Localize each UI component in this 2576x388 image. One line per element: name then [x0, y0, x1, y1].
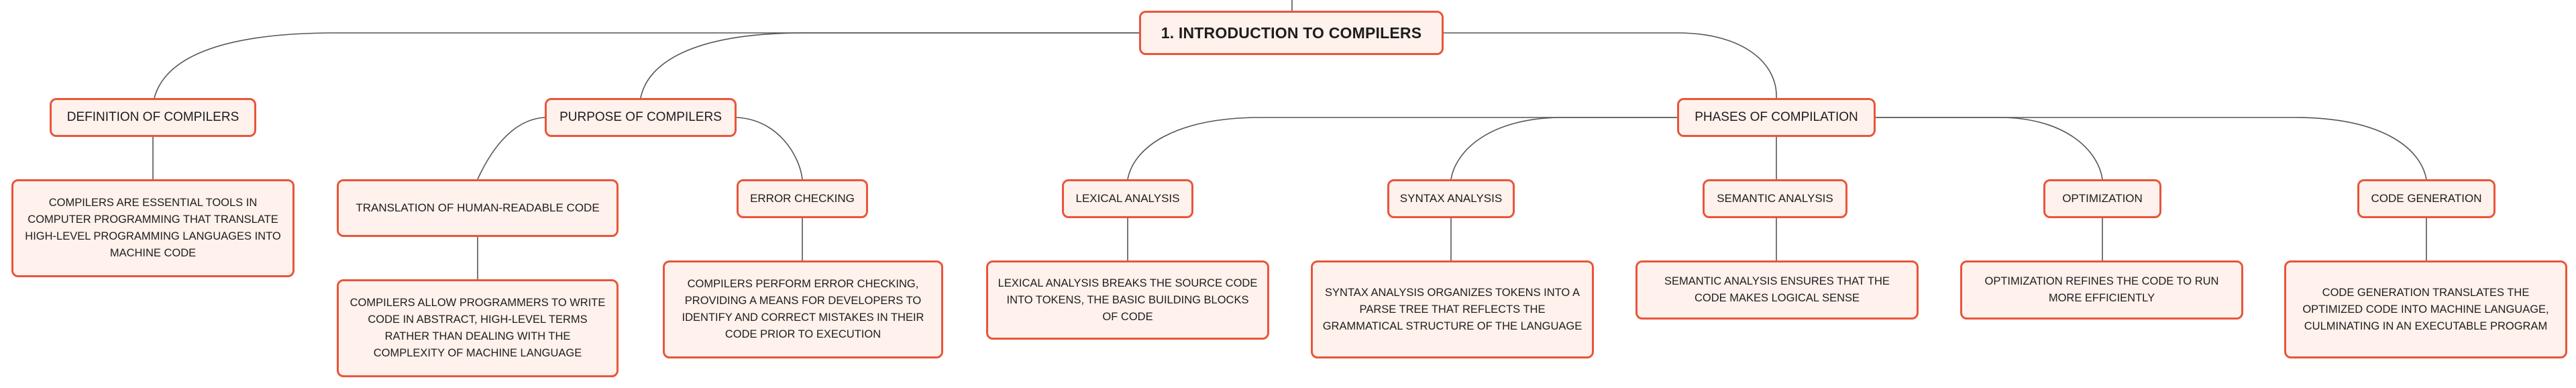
lexical-analysis-node[interactable]: LEXICAL ANALYSIS — [1062, 179, 1193, 218]
optimization-detail-node[interactable]: OPTIMIZATION REFINES THE CODE TO RUN MOR… — [1960, 260, 2243, 320]
syntax-analysis-detail-node[interactable]: SYNTAX ANALYSIS ORGANIZES TOKENS INTO A … — [1311, 260, 1594, 358]
translation-detail-node[interactable]: COMPILERS ALLOW PROGRAMMERS TO WRITE COD… — [337, 279, 619, 377]
edge-phases-optimization — [1876, 117, 2103, 180]
root-node[interactable]: 1. INTRODUCTION TO COMPILERS — [1139, 11, 1444, 55]
purpose-node[interactable]: PURPOSE OF COMPILERS — [545, 98, 737, 137]
code-generation-detail-node[interactable]: CODE GENERATION TRANSLATES THE OPTIMIZED… — [2284, 260, 2567, 358]
edge-root-purpose — [640, 32, 1139, 99]
edge-phases-lexical — [1127, 117, 1677, 180]
error-checking-node[interactable]: ERROR CHECKING — [737, 179, 868, 218]
error-checking-detail-node[interactable]: COMPILERS PERFORM ERROR CHECKING, PROVID… — [663, 260, 943, 358]
lexical-analysis-detail-node[interactable]: LEXICAL ANALYSIS BREAKS THE SOURCE CODE … — [986, 260, 1269, 340]
edge-root-definition — [154, 32, 1139, 99]
definition-node[interactable]: DEFINITION OF COMPILERS — [50, 98, 256, 137]
syntax-analysis-node[interactable]: SYNTAX ANALYSIS — [1387, 179, 1515, 218]
edge-purpose-translation — [477, 117, 545, 180]
definition-detail-node[interactable]: COMPILERS ARE ESSENTIAL TOOLS IN COMPUTE… — [11, 179, 294, 277]
edge-phases-syntax — [1450, 117, 1677, 180]
edge-phases-codegen — [1876, 117, 2427, 180]
code-generation-node[interactable]: CODE GENERATION — [2357, 179, 2496, 218]
edge-root-phases — [1444, 32, 1777, 99]
phases-node[interactable]: PHASES OF COMPILATION — [1677, 98, 1876, 137]
edge-purpose-error — [736, 117, 803, 180]
semantic-analysis-node[interactable]: SEMANTIC ANALYSIS — [1703, 179, 1847, 218]
translation-node[interactable]: TRANSLATION OF HUMAN-READABLE CODE — [337, 179, 619, 237]
semantic-analysis-detail-node[interactable]: SEMANTIC ANALYSIS ENSURES THAT THE CODE … — [1635, 260, 1919, 320]
optimization-node[interactable]: OPTIMIZATION — [2043, 179, 2161, 218]
